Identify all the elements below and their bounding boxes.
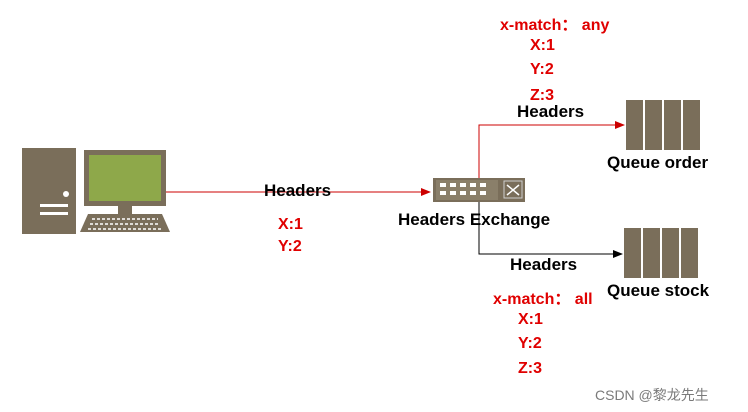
producer-header-y: Y:2 [278, 238, 302, 255]
exchange-to-order-arrow [478, 121, 625, 178]
watermark: CSDN @黎龙先生 [595, 387, 709, 403]
queue-order-label: Queue order [607, 153, 709, 172]
producer-arrow-label: Headers [264, 181, 332, 200]
exchange-switch-icon [433, 178, 525, 202]
stock-header-x: X:1 [518, 311, 543, 328]
order-header-y: Y:2 [530, 61, 554, 78]
stock-header-y: Y:2 [518, 335, 542, 352]
queue-stock-label: Queue stock [607, 281, 710, 300]
order-header-x: X:1 [530, 37, 555, 54]
exchange-label: Headers Exchange [398, 210, 551, 229]
exchange-to-stock-arrow [478, 202, 623, 258]
queue-stock-icon [624, 228, 698, 278]
stock-header-z: Z:3 [518, 360, 542, 377]
queue-order-icon [626, 100, 700, 150]
stock-arrow-label: Headers [510, 255, 578, 274]
producer-header-x: X:1 [278, 216, 303, 233]
order-match-label: x-match： any [500, 17, 610, 34]
computer-icon [22, 148, 170, 234]
order-header-z: Z:3 [530, 87, 554, 104]
order-arrow-label: Headers [517, 102, 585, 121]
stock-match-label: x-match： all [493, 291, 593, 308]
